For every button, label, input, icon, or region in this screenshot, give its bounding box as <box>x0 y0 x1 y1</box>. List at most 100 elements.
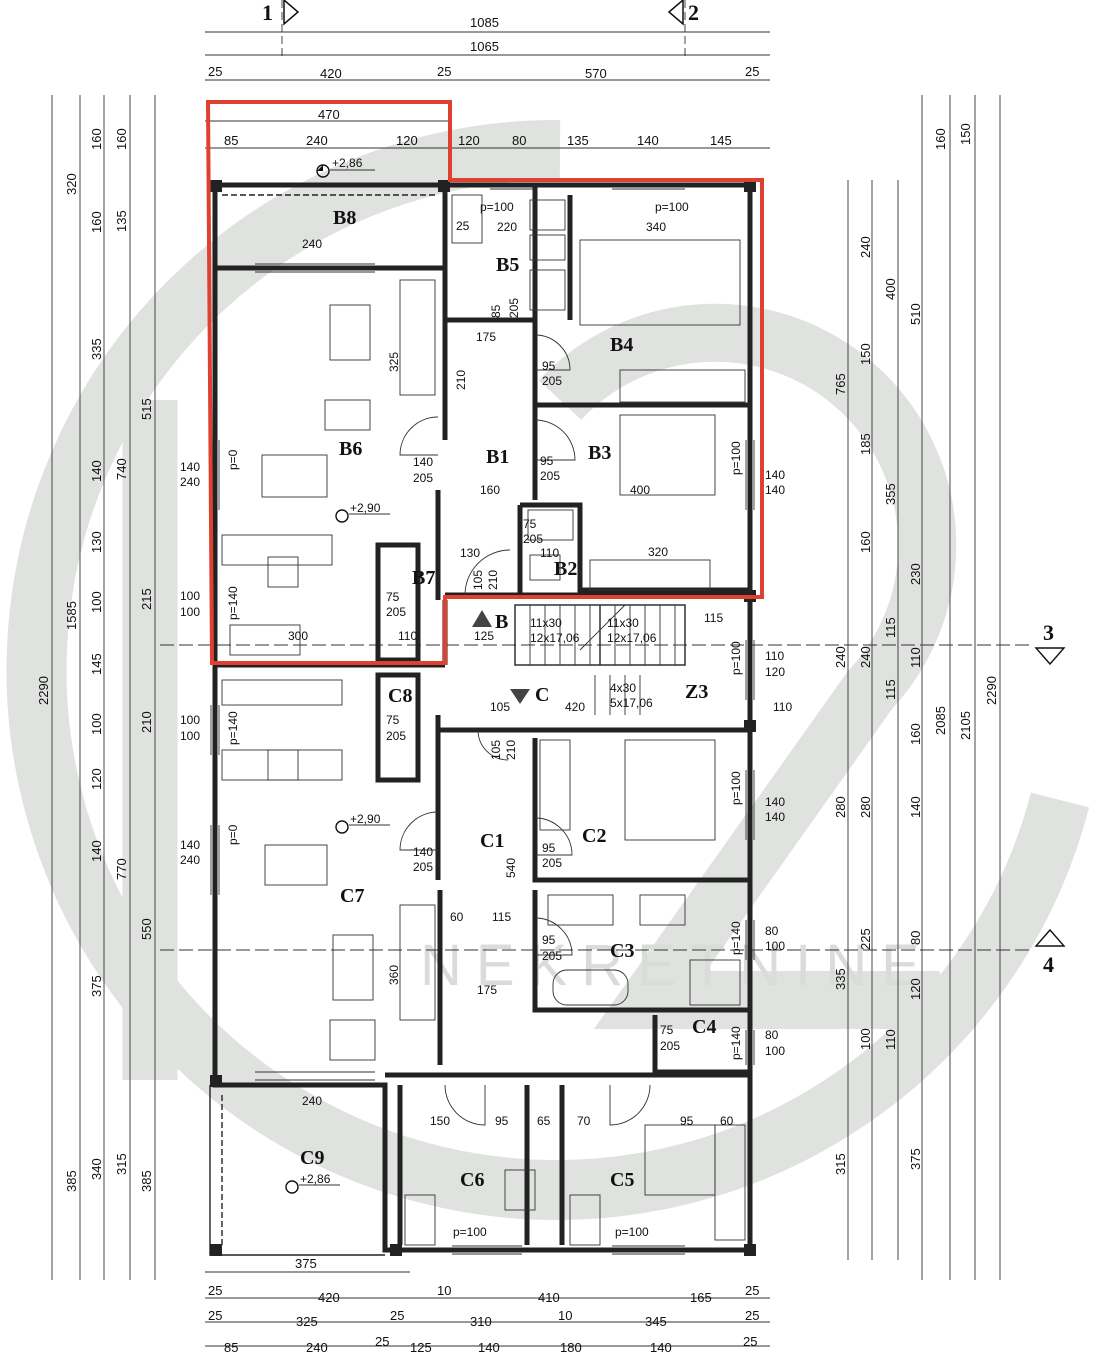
dim-bottom-345: 345 <box>645 1314 667 1329</box>
door-b2-w: 75 <box>523 517 537 531</box>
dim-left-2290: 2290 <box>36 676 51 705</box>
room-b2: B2 <box>554 558 577 580</box>
inner-320: 320 <box>648 545 668 559</box>
inner-110c: 110 <box>540 546 559 560</box>
doors <box>399 334 651 1126</box>
section-label-3: 3 <box>1043 620 1054 645</box>
note-p100-c6: p=100 <box>453 1225 487 1239</box>
inner-150: 150 <box>430 1114 450 1128</box>
dim-top-1065: 1065 <box>470 39 499 54</box>
inner-60b: 60 <box>450 910 464 924</box>
door-b4-w: 95 <box>542 359 556 373</box>
dim-right-140: 140 <box>908 796 923 818</box>
dim-bottom-25b: 25 <box>745 1283 759 1298</box>
room-c7: C7 <box>340 885 364 907</box>
door-c4-h: 205 <box>660 1039 680 1053</box>
inner-160: 160 <box>480 483 500 497</box>
stair-a-1: 11x30 <box>530 616 562 630</box>
dim-left-100b: 100 <box>89 713 104 735</box>
dim-right-240a: 240 <box>858 236 873 258</box>
dim-left-140b: 140 <box>89 840 104 862</box>
dim-right-280b: 280 <box>858 796 873 818</box>
level-c7: +2,90 <box>350 812 381 826</box>
dim-top-570: 570 <box>585 66 607 81</box>
dim-left-160c: 160 <box>114 128 129 150</box>
door-c3-h: 205 <box>542 949 562 963</box>
dim-left-140a: 140 <box>89 460 104 482</box>
stair-a-2: 12x17,06 <box>530 631 580 645</box>
dim-bottom-25c: 25 <box>208 1308 222 1323</box>
dim-right-2105: 2105 <box>958 711 973 740</box>
dim-bottom-165: 165 <box>690 1290 712 1305</box>
dim-top-140: 140 <box>637 133 659 148</box>
bottom-dimensions: 375 25 420 10 410 165 25 25 325 25 310 1… <box>205 1256 770 1355</box>
room-b1: B1 <box>486 446 509 468</box>
win-c3-w: 80 <box>765 924 779 938</box>
win-c4-h: 100 <box>765 1044 785 1058</box>
dim-right-400: 400 <box>883 278 898 300</box>
dim-bottom-25e: 25 <box>745 1308 759 1323</box>
left-dimensions: 2290 1585 320 160 160 335 140 130 100 14… <box>36 95 156 1280</box>
section-label-2: 2 <box>688 0 699 25</box>
inner-210c: 210 <box>504 740 518 760</box>
room-c9: C9 <box>300 1147 324 1169</box>
win-b3-h: 140 <box>765 483 785 497</box>
dim-top-120a: 120 <box>396 133 418 148</box>
stair-c-1: 4x30 <box>610 681 636 695</box>
door-b2-h: 205 <box>523 532 543 546</box>
inner-115b: 115 <box>492 910 511 924</box>
door-b4-h: 205 <box>542 374 562 388</box>
inner-540: 540 <box>504 858 518 878</box>
room-b3: B3 <box>588 442 611 464</box>
inner-85: 85 <box>489 304 503 318</box>
note-p100-c5: p=100 <box>615 1225 649 1239</box>
room-c8: C8 <box>388 685 412 707</box>
room-c1: C1 <box>480 830 504 852</box>
dim-bottom-85: 85 <box>224 1340 238 1355</box>
inner-340: 340 <box>646 220 666 234</box>
inner-70: 70 <box>577 1114 591 1128</box>
win-b8-a: 240 <box>302 237 322 251</box>
dim-right-765: 765 <box>833 373 848 395</box>
dim-left-385a: 385 <box>64 1170 79 1192</box>
dim-top-470: 470 <box>318 107 340 122</box>
inner-400: 400 <box>630 483 650 497</box>
dim-bottom-180: 180 <box>560 1340 582 1355</box>
dim-left-160b: 160 <box>89 211 104 233</box>
dim-left-375: 375 <box>89 975 104 997</box>
dim-left-320: 320 <box>64 173 79 195</box>
win-c2-h: 140 <box>765 810 785 824</box>
inner-300: 300 <box>288 629 308 643</box>
dim-top-25a: 25 <box>208 64 222 79</box>
dim-top-240: 240 <box>306 133 328 148</box>
dim-bottom-10b: 10 <box>558 1308 572 1323</box>
room-b8: B8 <box>333 207 356 229</box>
room-labels: B8 B5 B4 B6 B1 B3 B2 B7 Z3 C8 C1 C2 C7 C… <box>300 207 716 1191</box>
win-c7-w: 140 <box>180 838 200 852</box>
door-c3-w: 95 <box>542 933 556 947</box>
dim-right-355: 355 <box>883 483 898 505</box>
dim-right-185: 185 <box>858 433 873 455</box>
dim-right-160a: 160 <box>933 128 948 150</box>
dim-right-120: 120 <box>908 978 923 1000</box>
dim-left-335: 335 <box>89 338 104 360</box>
inner-420: 420 <box>565 700 585 714</box>
section-marker-1: 1 <box>262 0 300 60</box>
door-c7-w: 140 <box>413 845 433 859</box>
door-b6-h: 205 <box>413 471 433 485</box>
door-b3-w: 95 <box>540 454 554 468</box>
dim-right-115b: 115 <box>883 679 898 700</box>
dim-right-110: 110 <box>908 647 923 668</box>
room-b4: B4 <box>610 334 633 356</box>
win-c7k-h: 100 <box>180 729 200 743</box>
stair-b-2: 12x17,06 <box>607 631 657 645</box>
inner-115a: 115 <box>704 611 723 625</box>
dim-left-770: 770 <box>114 858 129 880</box>
dim-left-740: 740 <box>114 458 129 480</box>
dim-bottom-125: 125 <box>410 1340 432 1355</box>
dim-right-315: 315 <box>833 1153 848 1175</box>
dim-left-550: 550 <box>139 918 154 940</box>
note-p100-z3: p=100 <box>729 641 743 675</box>
door-c4-w: 75 <box>660 1023 674 1037</box>
dim-right-2290: 2290 <box>984 676 999 705</box>
